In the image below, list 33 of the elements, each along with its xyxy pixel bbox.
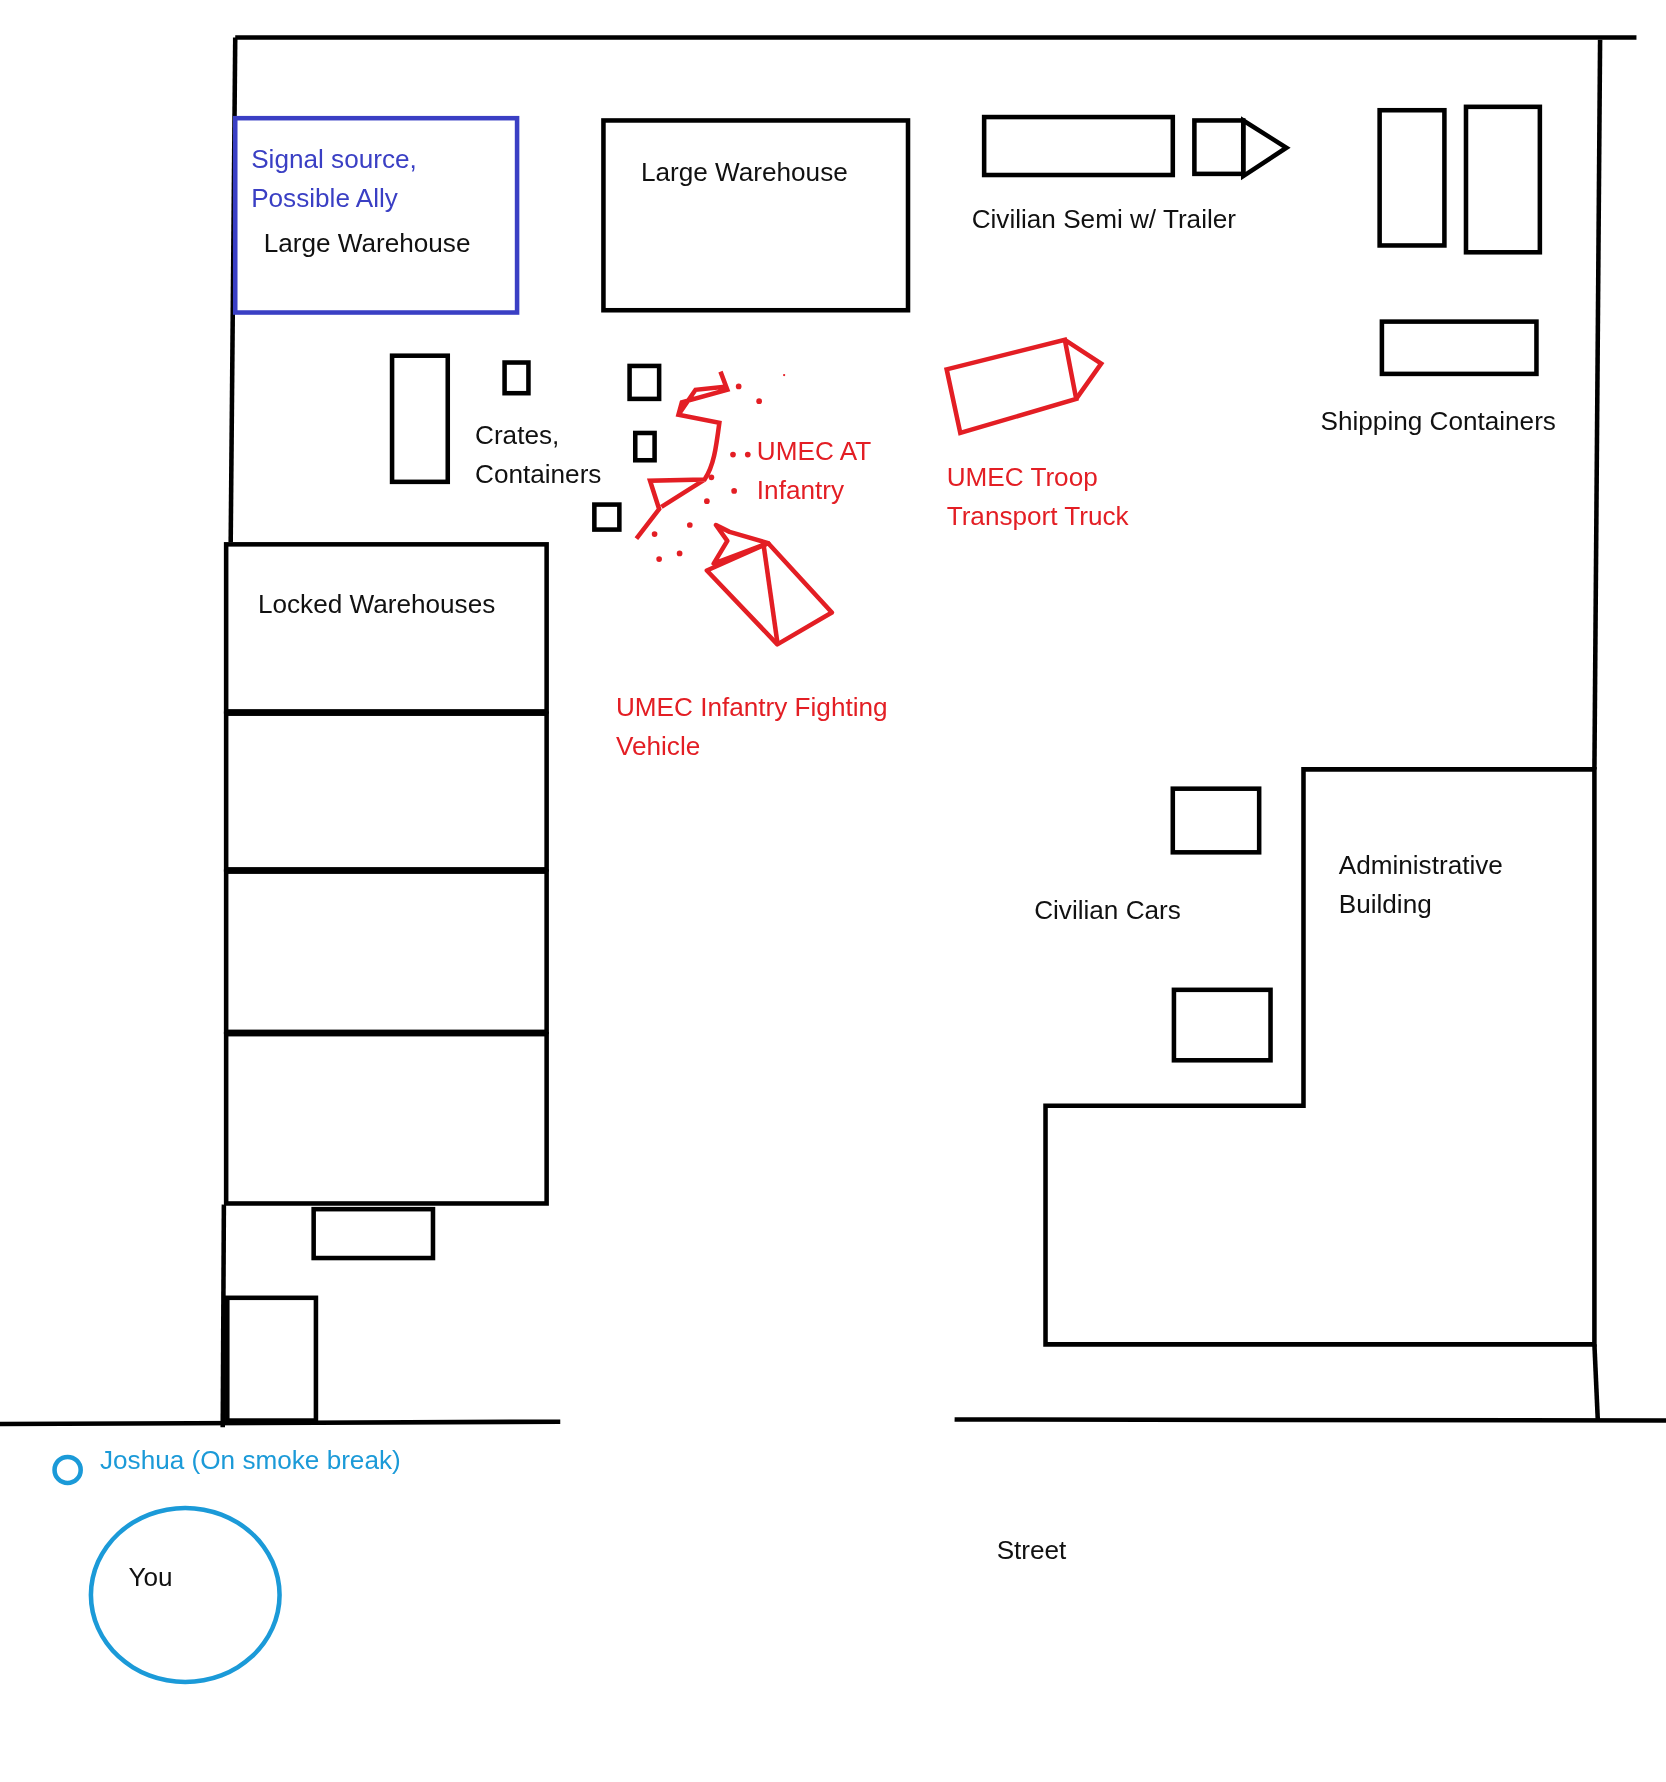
warehouse-box <box>223 711 549 872</box>
node-label: Large Warehouse <box>263 227 471 260</box>
container-box <box>1379 319 1539 377</box>
crate-box <box>627 363 662 402</box>
node-label: Large Warehouse <box>640 155 848 189</box>
infantry-label: UMEC AT Infantry <box>756 435 872 507</box>
car-box <box>1171 987 1273 1063</box>
node-label: You <box>128 1561 173 1595</box>
position-circle <box>88 1505 282 1685</box>
crate-box <box>502 360 531 396</box>
node-label: Locked Warehouses <box>257 587 496 621</box>
warehouse-box <box>232 115 520 315</box>
street-label: Street <box>996 1534 1067 1567</box>
truck-label: UMEC Troop Transport Truck <box>946 461 1130 533</box>
crates-label: Crates, Containers <box>475 419 603 491</box>
vehicle-label: UMEC Infantry Fighting Vehicle <box>615 691 889 763</box>
car-box <box>1170 786 1262 855</box>
node-label: Administrative Building <box>1338 849 1504 921</box>
crate-box <box>633 430 657 463</box>
semi-truck-label: Civilian Semi w/ Trailer <box>971 203 1236 237</box>
shed-box <box>225 1295 319 1423</box>
containers-label: Shipping Containers <box>1320 404 1556 438</box>
container-box <box>1377 107 1447 248</box>
cars-label: Civilian Cars <box>1034 894 1181 928</box>
warehouse-box <box>601 118 911 313</box>
person-label: Joshua (On smoke break) <box>100 1444 401 1478</box>
crate-box <box>592 502 622 532</box>
node-note: Signal source, Possible Ally <box>251 143 418 215</box>
shed-box <box>311 1206 436 1261</box>
warehouse-box <box>223 542 549 714</box>
crate-box <box>389 353 451 485</box>
warehouse-box <box>223 1031 549 1206</box>
container-box <box>1463 104 1543 255</box>
